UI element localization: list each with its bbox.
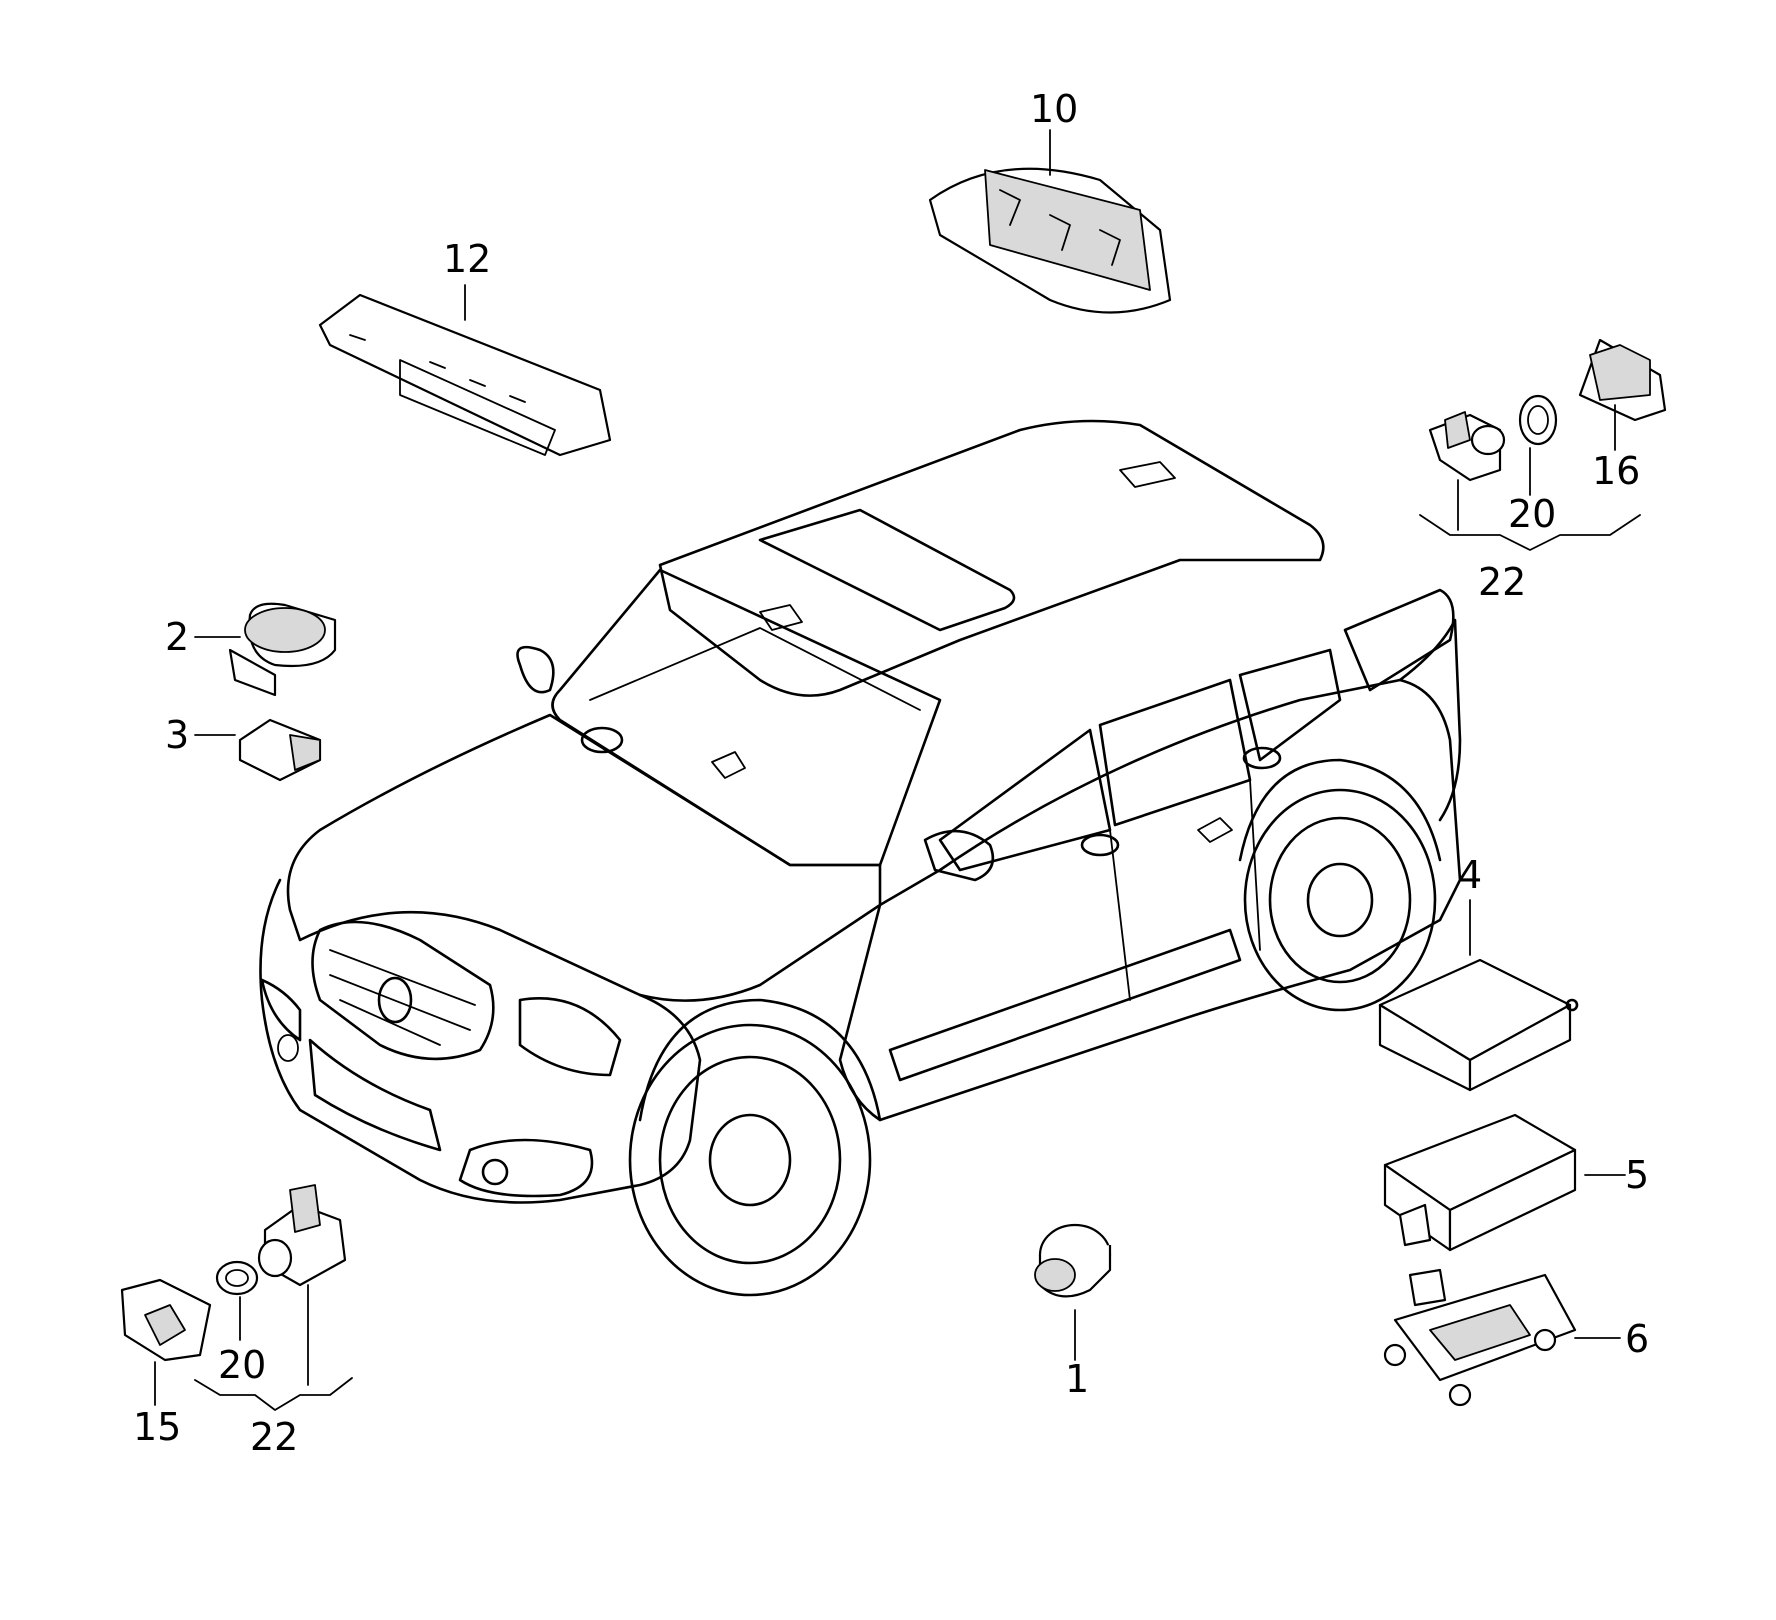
callout-1: 1 [1065, 1357, 1089, 1401]
vehicle-illustration [259, 419, 1462, 1297]
callout-20-rear: 20 [1508, 492, 1556, 536]
part-16-rear-bracket [1578, 338, 1667, 422]
callout-6: 6 [1625, 1317, 1649, 1361]
part-6-bracket [1383, 1268, 1577, 1407]
callout-5: 5 [1625, 1153, 1649, 1197]
callout-22-rear: 22 [1478, 560, 1526, 604]
part-20-front-seal [215, 1260, 259, 1296]
part-3-connector [238, 718, 322, 782]
part-15-front-bracket [120, 1278, 212, 1362]
part-2-buzzer [228, 602, 337, 697]
part-20-rear-seal [1518, 394, 1558, 446]
callout-2: 2 [165, 615, 189, 659]
part-5-control-box [1383, 1113, 1577, 1252]
callout-20-front: 20 [218, 1343, 266, 1387]
callout-12: 12 [443, 237, 491, 281]
callout-labels: 10 12 2 3 4 5 6 1 16 20 22 20 15 22 [133, 87, 1649, 1459]
callout-4: 4 [1458, 853, 1482, 897]
part-1-cylinder [1034, 1223, 1112, 1298]
leader-lines [154, 129, 1641, 1411]
part-4-control-unit [1378, 958, 1579, 1092]
callout-15: 15 [133, 1405, 181, 1449]
callout-16: 16 [1592, 449, 1640, 493]
part-12-roof-trim [318, 293, 612, 457]
part-22-front-sensor [257, 1184, 347, 1287]
part-22-rear-sensor [1428, 411, 1506, 482]
part-10-light-housing [928, 167, 1172, 314]
callout-22-front: 22 [250, 1415, 298, 1459]
callout-3: 3 [165, 713, 189, 757]
callout-10: 10 [1030, 87, 1078, 131]
